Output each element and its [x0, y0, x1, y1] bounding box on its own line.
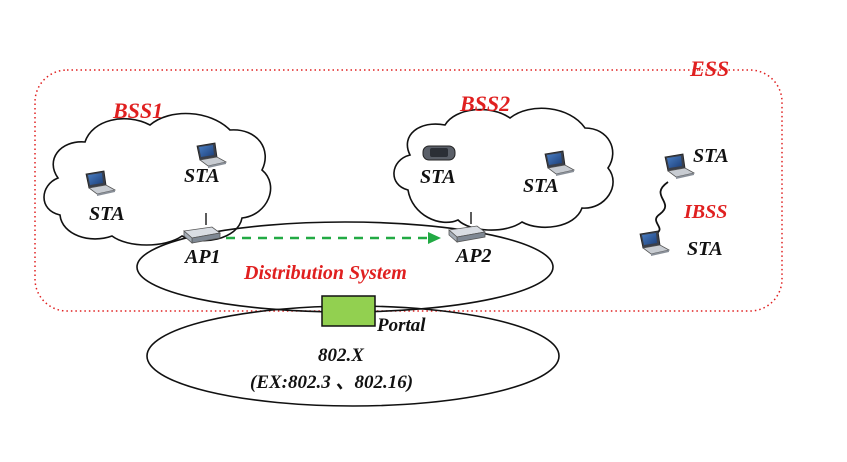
- bss1-sta-label-1: STA: [89, 203, 125, 225]
- ess-boundary: [34, 69, 783, 312]
- bss1-label: BSS1: [112, 98, 163, 123]
- ess-label: ESS: [689, 56, 729, 81]
- laptop-icon: [664, 153, 695, 180]
- bss2-cloud: [393, 107, 614, 231]
- ibss-wireless-link: [654, 181, 669, 235]
- distribution-system-label: Distribution System: [243, 262, 407, 284]
- portal-label: Portal: [376, 315, 426, 336]
- lan-802x-line1: 802.X: [318, 345, 365, 366]
- ibss-label: IBSS: [683, 201, 727, 223]
- bss2-sta-label-1: STA: [420, 166, 456, 188]
- bss2-label: BSS2: [459, 91, 510, 116]
- ibss-sta-label-2: STA: [687, 238, 723, 260]
- bss1-cloud: [43, 112, 272, 246]
- ap1-label: AP1: [183, 246, 221, 268]
- portal-box: [321, 295, 376, 327]
- pda-icon: [422, 145, 456, 161]
- lan-802x-line2: (EX:802.3 、802.16): [250, 372, 413, 393]
- bss1-sta-label-2: STA: [184, 165, 220, 187]
- ap-link-arrowhead: [428, 232, 441, 244]
- laptop-icon: [639, 230, 670, 257]
- ap2-label: AP2: [454, 245, 492, 267]
- ibss-sta-label-1: STA: [693, 145, 729, 167]
- bss2-sta-label-2: STA: [523, 175, 559, 197]
